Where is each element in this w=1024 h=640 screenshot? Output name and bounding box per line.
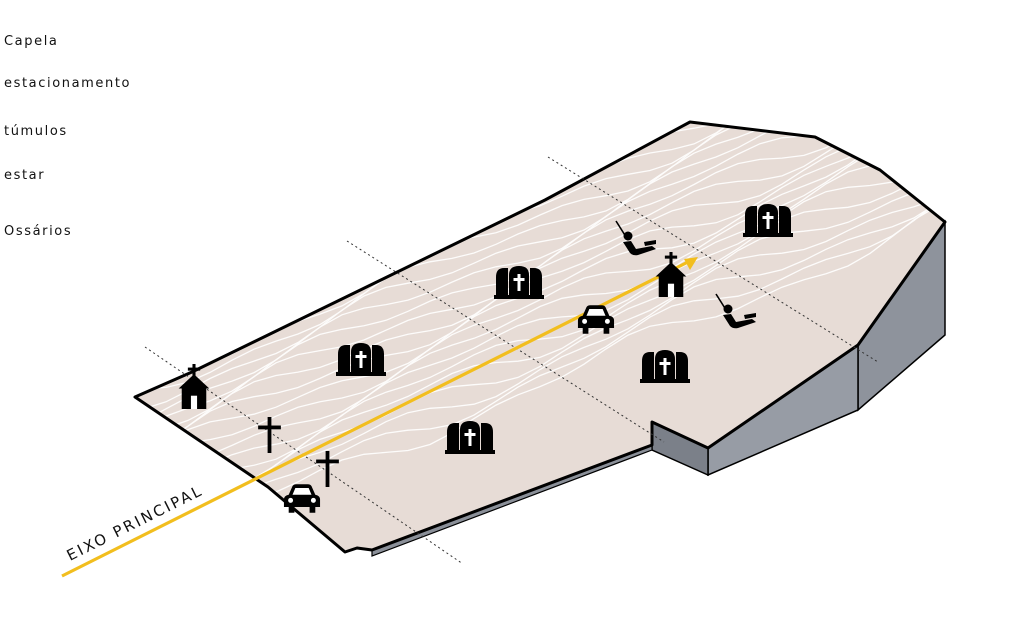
main-axis-arrowhead <box>684 257 698 270</box>
contour-line <box>135 122 945 154</box>
contour-line <box>135 122 945 125</box>
contour-line <box>135 122 945 414</box>
tombstone-icon <box>494 266 544 299</box>
contour-line <box>135 122 945 146</box>
contour-line <box>135 144 945 498</box>
tombstone-icon <box>336 343 386 376</box>
section-lines <box>144 156 879 565</box>
main-axis-label: EIXO PRINCIPAL <box>64 481 206 564</box>
legend-graves: túmulos <box>4 124 68 139</box>
contour-line <box>135 122 945 157</box>
contour-line <box>135 133 945 493</box>
contour-line <box>135 122 945 153</box>
legend-parking: estacionamento <box>4 76 132 91</box>
terrain-outline <box>133 120 947 554</box>
contour-line <box>135 159 945 511</box>
section-line-1 <box>144 346 464 565</box>
legend-rest: estar <box>4 168 46 183</box>
legend-ossuaries: Ossários <box>4 224 73 239</box>
contour-line <box>135 122 945 134</box>
contour-line <box>135 122 945 399</box>
contour-line <box>135 122 945 465</box>
tombstone-icon <box>445 421 495 454</box>
contour-line <box>135 122 945 171</box>
legend-chapel: Capela <box>4 34 59 49</box>
tombstone-icon <box>640 350 690 383</box>
tombstone-icon <box>743 204 793 237</box>
contour-line <box>135 125 945 494</box>
